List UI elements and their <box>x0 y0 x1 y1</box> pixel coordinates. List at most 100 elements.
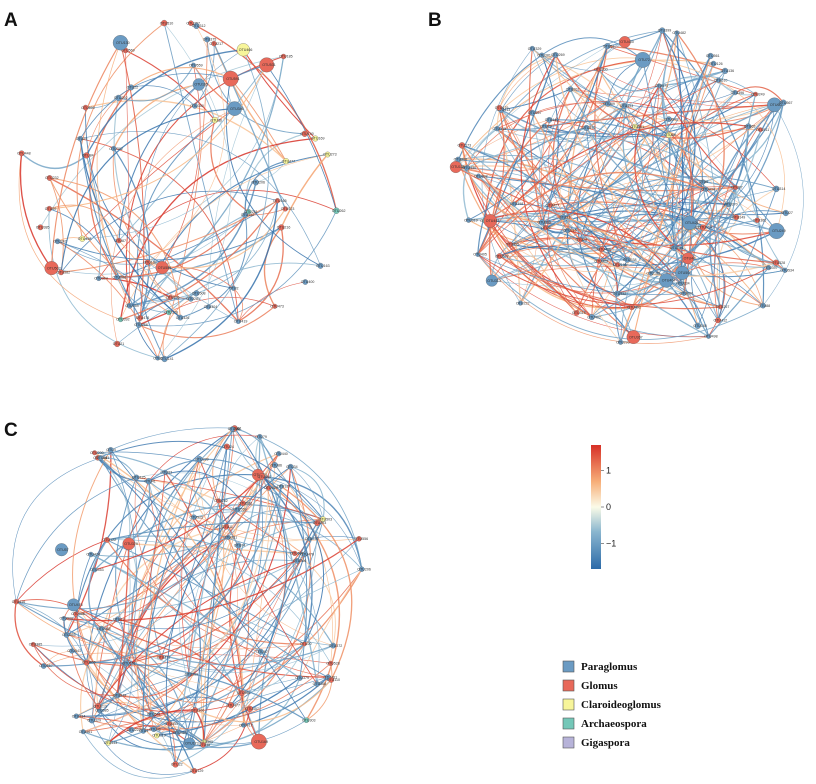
node-label: OTU485 <box>173 731 187 735</box>
network-edge <box>204 724 244 742</box>
node-label: OTU529 <box>264 486 278 490</box>
node-label: OTU292 <box>114 96 128 100</box>
network-node <box>496 253 503 259</box>
network-edge <box>230 677 329 706</box>
network-edge <box>118 64 194 102</box>
panel-letter-a: A <box>4 10 18 31</box>
network-edge <box>491 92 736 281</box>
network-edge <box>66 634 178 734</box>
node-label: OTU561 <box>237 691 251 695</box>
network-edge <box>164 49 270 360</box>
network-node <box>205 304 211 310</box>
network-edge <box>98 189 337 279</box>
network-edge <box>496 54 556 129</box>
network-node <box>238 690 245 696</box>
network-edge <box>196 200 278 294</box>
node-label: OTU355 <box>165 722 179 726</box>
network-edge <box>545 55 711 229</box>
network-node <box>133 474 140 481</box>
network-edge <box>509 105 625 245</box>
node-label: OTU242 <box>53 240 67 244</box>
network-edge <box>180 214 248 319</box>
network-node <box>161 19 168 27</box>
node-label: OTU541 <box>67 649 81 653</box>
node-label: OTU419 <box>234 320 248 324</box>
network-edge <box>106 539 305 645</box>
network-edge <box>194 679 332 723</box>
network-edge <box>496 30 663 131</box>
network-edge <box>490 220 628 260</box>
network-node <box>155 355 161 361</box>
colorbar-tick-label: 0 <box>606 502 611 512</box>
network-node <box>302 551 308 557</box>
network-node <box>768 223 785 239</box>
network-edge <box>131 85 196 107</box>
node-label: OTU477 <box>282 159 296 163</box>
network-edge <box>60 108 235 273</box>
network-edge <box>79 72 231 139</box>
network-edge <box>85 97 119 109</box>
network-node <box>259 57 275 73</box>
node-label: OTU379 <box>295 676 309 680</box>
legend-label: Gigaspora <box>581 737 630 749</box>
network-edge <box>668 134 737 218</box>
network-edge <box>86 661 307 721</box>
network-edge <box>280 154 329 228</box>
network-edge <box>668 134 785 271</box>
node-label: OTU313 <box>487 279 501 283</box>
network-node <box>621 103 627 109</box>
network-edge <box>139 298 191 319</box>
network-edge <box>607 103 670 136</box>
node-label: OTU540 <box>664 117 678 121</box>
network-node <box>82 104 89 111</box>
network-node <box>675 266 690 280</box>
network-edge <box>107 543 131 744</box>
node-layer-c: OTU173OTU46OTU525OTU541OTU585OTU461OTU1O… <box>12 425 371 774</box>
node-label: OTU326 <box>166 296 180 300</box>
network-node <box>251 733 267 750</box>
node-label: OTU557 <box>39 664 53 668</box>
network-edge <box>259 436 363 570</box>
network-node <box>583 124 590 131</box>
node-label: OTU46 <box>149 727 161 731</box>
network-edge <box>96 42 131 306</box>
node-label: OTU509 <box>290 552 304 556</box>
node-label: OTU400 <box>301 280 315 284</box>
node-label: OTU567 <box>779 101 793 105</box>
network-edge <box>63 618 305 650</box>
network-edge <box>484 220 628 260</box>
network-node <box>236 43 250 57</box>
network-edge <box>567 229 777 246</box>
network-node <box>303 717 310 723</box>
network-edge <box>153 474 264 730</box>
network-edge <box>79 138 181 319</box>
panel-letter-c: C <box>4 420 18 441</box>
network-edge <box>490 70 726 222</box>
node-label: OTU502 <box>678 271 692 275</box>
network-edge <box>63 538 360 622</box>
node-label: OTU126 <box>709 62 723 66</box>
node-label: OTU556 <box>355 537 369 541</box>
network-node <box>271 462 278 469</box>
node-label: OTU561 <box>79 730 93 734</box>
network-edge <box>120 154 328 320</box>
network-node <box>710 60 717 67</box>
node-label: OTU129 <box>190 769 204 773</box>
network-edge <box>617 230 777 266</box>
node-label: OTU569 <box>121 49 135 53</box>
network-edge <box>162 298 192 360</box>
network-edge <box>153 725 204 746</box>
node-label: OTU266 <box>134 323 148 327</box>
network-node <box>191 62 196 68</box>
network-node <box>301 130 308 137</box>
network-edge <box>455 166 777 264</box>
network-edge <box>665 219 758 281</box>
network-edge <box>73 560 298 630</box>
node-label: OTU385 <box>29 643 43 647</box>
network-node <box>55 543 69 557</box>
network-node <box>191 514 197 520</box>
network-node <box>114 340 121 347</box>
network-edge <box>19 153 53 269</box>
network-edge <box>85 49 244 156</box>
